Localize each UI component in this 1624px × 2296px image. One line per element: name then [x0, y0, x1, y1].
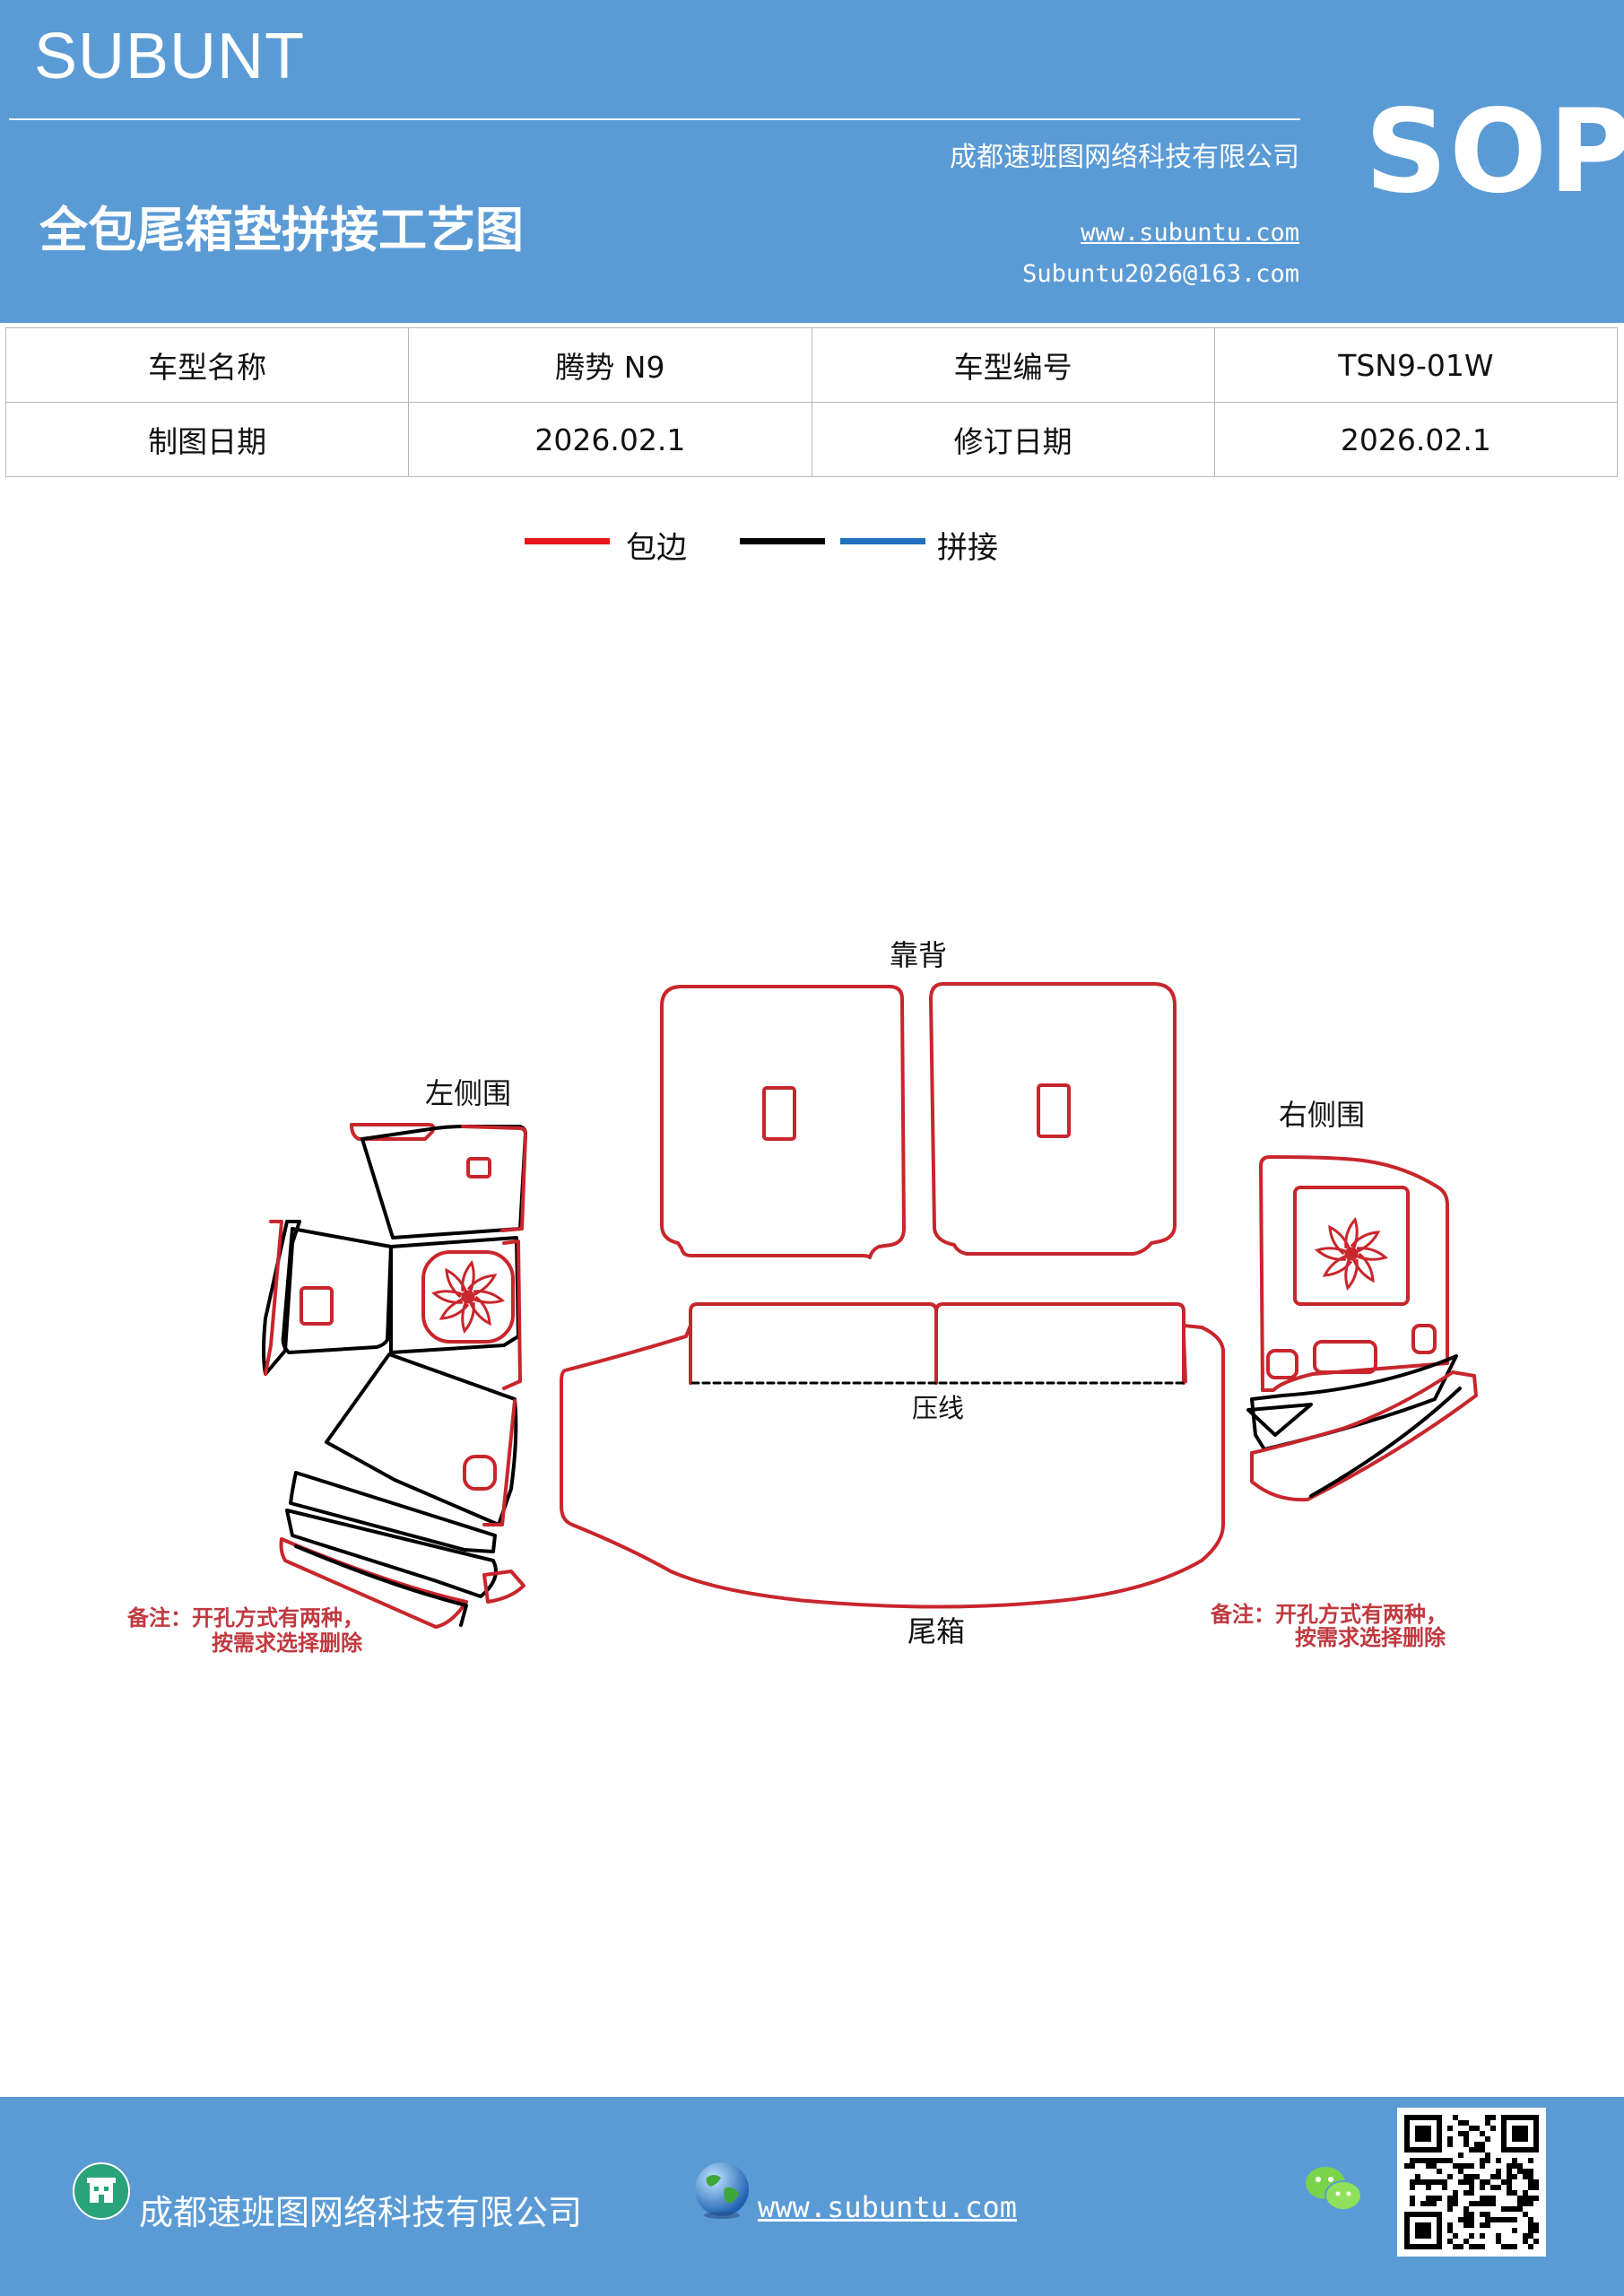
table-cell: TSN9-01W — [1213, 327, 1619, 403]
legend-label: 拼接 — [937, 530, 998, 566]
table-row: 制图日期 2026.02.1 修订日期 2026.02.1 — [4, 402, 1619, 477]
left-side-fan-edge — [502, 1239, 522, 1390]
left-side-lower-edge — [482, 1399, 517, 1526]
left-side-tail-piece — [482, 1570, 525, 1604]
label-backrest: 靠背 — [890, 938, 947, 972]
left-side-strip-1 — [289, 1471, 497, 1553]
sop-badge: SOP — [1365, 85, 1624, 219]
footer-website-link[interactable]: www.subuntu.com — [758, 2190, 1017, 2224]
legend-swatch-red — [525, 538, 610, 544]
qr-code-icon[interactable] — [1397, 2108, 1546, 2260]
trunk-floor-panel — [560, 1324, 1225, 1609]
right-button-3 — [1411, 1324, 1437, 1354]
right-side-bottom-strip — [1250, 1370, 1478, 1502]
label-left-side: 左侧围 — [425, 1076, 511, 1110]
label-crease: 压线 — [912, 1393, 964, 1423]
table-cell: 腾势 N9 — [408, 327, 812, 403]
table-cell: 2026.02.1 — [408, 402, 812, 477]
left-side-fan-panel — [389, 1236, 520, 1354]
left-side-upper-edge — [461, 1125, 527, 1232]
right-fan-frame — [1293, 1186, 1410, 1306]
document-title: 全包尾箱垫拼接工艺图 — [39, 202, 524, 258]
left-side-strip-2 — [285, 1509, 498, 1598]
footer-company-name: 成都速班图网络科技有限公司 — [139, 2193, 583, 2232]
legend-label: 包边 — [626, 530, 687, 566]
backrest-right-panel — [929, 982, 1177, 1256]
right-side-bottom-seam — [1309, 1387, 1462, 1498]
left-fan-icon — [431, 1260, 505, 1334]
header-website-link[interactable]: www.subuntu.com — [1081, 219, 1299, 247]
table-cell: 制图日期 — [4, 402, 410, 477]
label-right-side: 右侧围 — [1279, 1098, 1365, 1132]
table-cell: 车型编号 — [811, 327, 1215, 403]
left-lower-cutout — [463, 1455, 497, 1491]
left-side-mid-left-edge — [264, 1220, 283, 1376]
table-cell: 车型名称 — [4, 327, 410, 403]
left-upper-cutout — [466, 1157, 491, 1178]
note-right-line-2: 按需求选择删除 — [1295, 1625, 1446, 1650]
left-side-lower-panel — [325, 1352, 518, 1526]
right-button-2 — [1313, 1340, 1377, 1374]
backrest-right-cutout — [1037, 1083, 1071, 1138]
left-side-mid-left-panel — [262, 1220, 301, 1376]
fan-blade — [1328, 1224, 1353, 1256]
legend-swatch-blue — [840, 538, 925, 544]
brand-logo-text: SUBUNT — [34, 21, 306, 92]
right-button-1 — [1266, 1349, 1298, 1379]
note-left-line-2: 按需求选择删除 — [212, 1631, 363, 1656]
right-side-lower-piece — [1246, 1403, 1313, 1437]
table-cell: 修订日期 — [811, 402, 1215, 477]
note-right-line-1: 备注：开孔方式有两种， — [1210, 1602, 1447, 1627]
backrest-left-cutout — [762, 1086, 796, 1141]
right-fan-icon — [1315, 1217, 1388, 1291]
left-mid-cutout — [300, 1286, 334, 1326]
globe-icon — [690, 2158, 753, 2224]
legend-swatch-black — [740, 538, 825, 544]
table-cell: 2026.02.1 — [1213, 402, 1619, 477]
left-side-top-strip — [350, 1123, 436, 1141]
fan-blade — [445, 1267, 470, 1299]
trunk-mat-diagram: 靠背 左侧围 右侧围 压线 尾箱 备注：开孔方式有两种， 按需求选择删除 备注：… — [126, 938, 1478, 1656]
table-row: 车型名称 腾势 N9 车型编号 TSN9-01W — [4, 327, 1619, 403]
header-divider — [9, 118, 1300, 120]
wechat-icon — [1302, 2161, 1365, 2221]
label-trunk: 尾箱 — [908, 1614, 965, 1648]
left-side-upper-panel — [360, 1125, 527, 1239]
right-side-main-panel — [1259, 1155, 1449, 1392]
footer-banner: 成都速班图网络科技有限公司 www.subuntu.com — [0, 2097, 1624, 2296]
vehicle-info-table: 车型名称 腾势 N9 车型编号 TSN9-01W 制图日期 2026.02.1 … — [4, 327, 1619, 477]
header-banner: SUBUNT 全包尾箱垫拼接工艺图 成都速班图网络科技有限公司 www.subu… — [0, 0, 1624, 323]
note-left-line-1: 备注：开孔方式有两种， — [126, 1605, 364, 1631]
building-icon — [72, 2161, 131, 2224]
fan-hub — [461, 1290, 475, 1304]
fan-hub — [1344, 1247, 1359, 1261]
left-side-mid-panel — [281, 1227, 393, 1354]
left-fan-frame — [421, 1250, 515, 1344]
header-email[interactable]: Subuntu2026@163.com — [1022, 260, 1299, 288]
trunk-center-flap-right — [934, 1302, 1185, 1385]
trunk-center-flap — [689, 1302, 938, 1385]
header-company-name: 成都速班图网络科技有限公司 — [950, 142, 1299, 173]
backrest-left-panel — [660, 985, 906, 1259]
legend: 包边 拼接 — [0, 525, 1624, 578]
left-side-strip-3-seam — [294, 1544, 468, 1627]
